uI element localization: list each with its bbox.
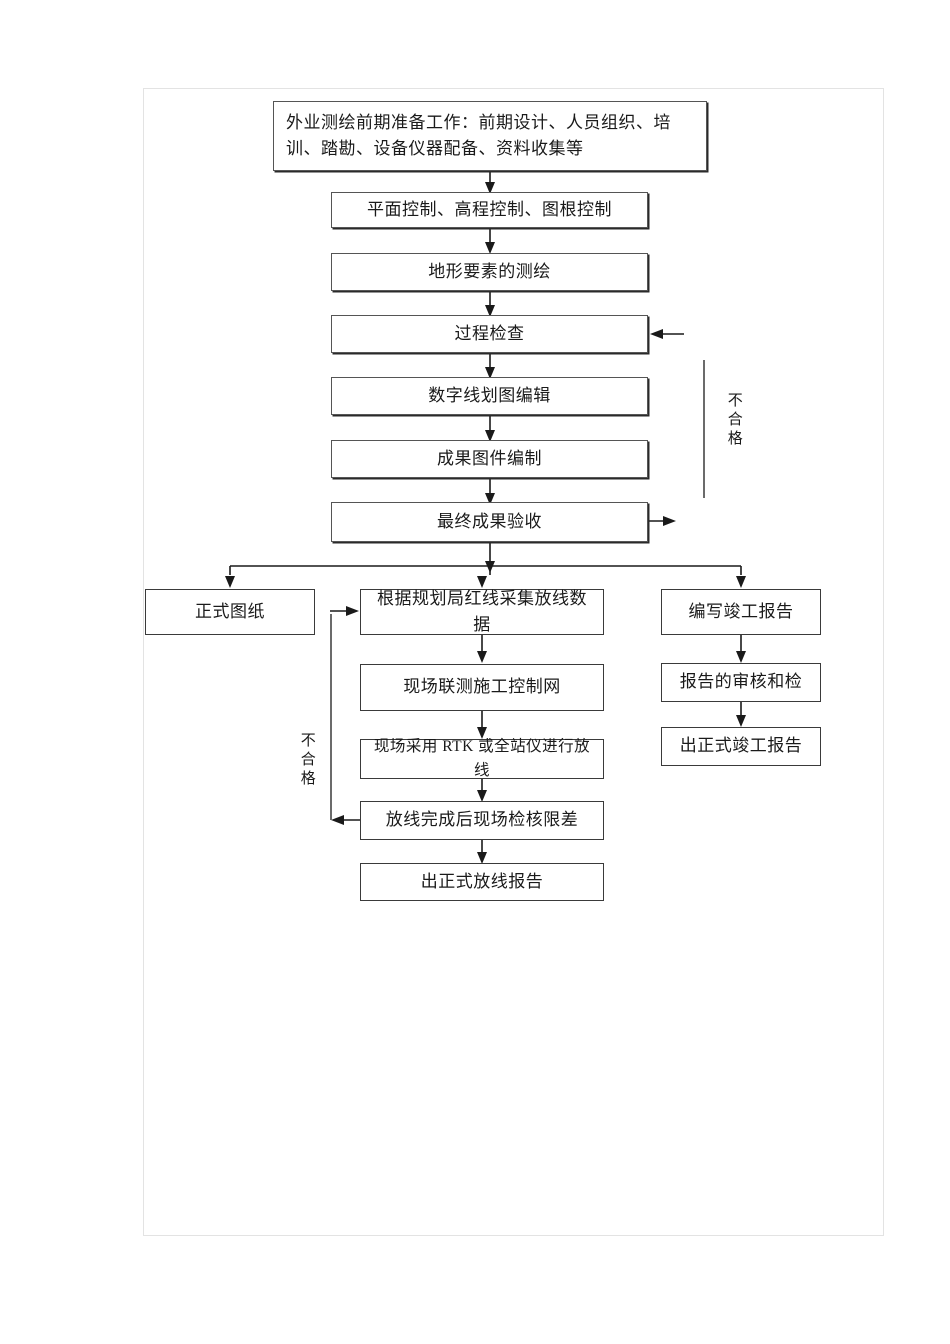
node-survey[interactable]: 地形要素的测绘: [331, 253, 648, 291]
node-control[interactable]: 平面控制、高程控制、图根控制: [331, 192, 648, 228]
connector-dlg-edit-to-result-map: [485, 415, 495, 442]
connector-onsite-check-to-layout-report: [477, 840, 487, 864]
node-formal-drawing[interactable]: 正式图纸: [145, 589, 315, 635]
node-rtk-layout[interactable]: 现场采用 RTK 或全站仪进行放线: [360, 738, 604, 779]
node-layout-report[interactable]: 出正式放线报告: [360, 863, 604, 901]
connector-reject-to-process-check: [650, 329, 684, 339]
connector-onsite-check-to-reject-loop: [331, 815, 360, 825]
node-formal-completion[interactable]: 出正式竣工报告: [661, 727, 821, 766]
node-result-map[interactable]: 成果图件编制: [331, 440, 648, 478]
node-write-completion[interactable]: 编写竣工报告: [661, 589, 821, 635]
node-dlg-edit[interactable]: 数字线划图编辑: [331, 377, 648, 415]
node-onsite-check[interactable]: 放线完成后现场检核限差: [360, 801, 604, 840]
node-link-control-net[interactable]: 现场联测施工控制网: [360, 664, 604, 711]
connector-write-completion-to-review-check: [736, 635, 746, 663]
node-final-accept[interactable]: 最终成果验收: [331, 502, 648, 542]
reject-rule-lower: [330, 614, 332, 820]
node-process-check[interactable]: 过程检查: [331, 315, 648, 353]
connector-survey-to-process-check: [485, 290, 495, 317]
connector-collect-data-to-link-control-net: [477, 635, 487, 663]
node-prep[interactable]: 外业测绘前期准备工作：前期设计、人员组织、培训、踏勘、设备仪器配备、资料收集等: [273, 101, 707, 171]
reject-label-lower: 不合格: [298, 731, 315, 789]
reject-rule-upper: [703, 360, 705, 498]
connector-reject-loop-to-collect-data: [330, 606, 359, 616]
connector-result-map-to-final-accept: [485, 478, 495, 505]
node-collect-data[interactable]: 根据规划局红线采集放线数据: [360, 589, 604, 635]
connector-prep-to-control: [485, 171, 495, 194]
connector-rtk-to-onsite-check: [477, 779, 487, 802]
connector-link-control-net-to-rtk: [477, 711, 487, 739]
connector-control-to-survey: [485, 227, 495, 254]
connector-review-check-to-formal-completion: [736, 702, 746, 727]
page-content-border: [143, 88, 884, 1236]
connector-branch-bus: [225, 565, 746, 588]
reject-label-upper: 不合格: [725, 391, 742, 449]
connector-final-accept-right-stub: [648, 516, 676, 526]
connector-process-check-to-dlg-edit: [485, 352, 495, 379]
node-review-check[interactable]: 报告的审核和检: [661, 663, 821, 702]
